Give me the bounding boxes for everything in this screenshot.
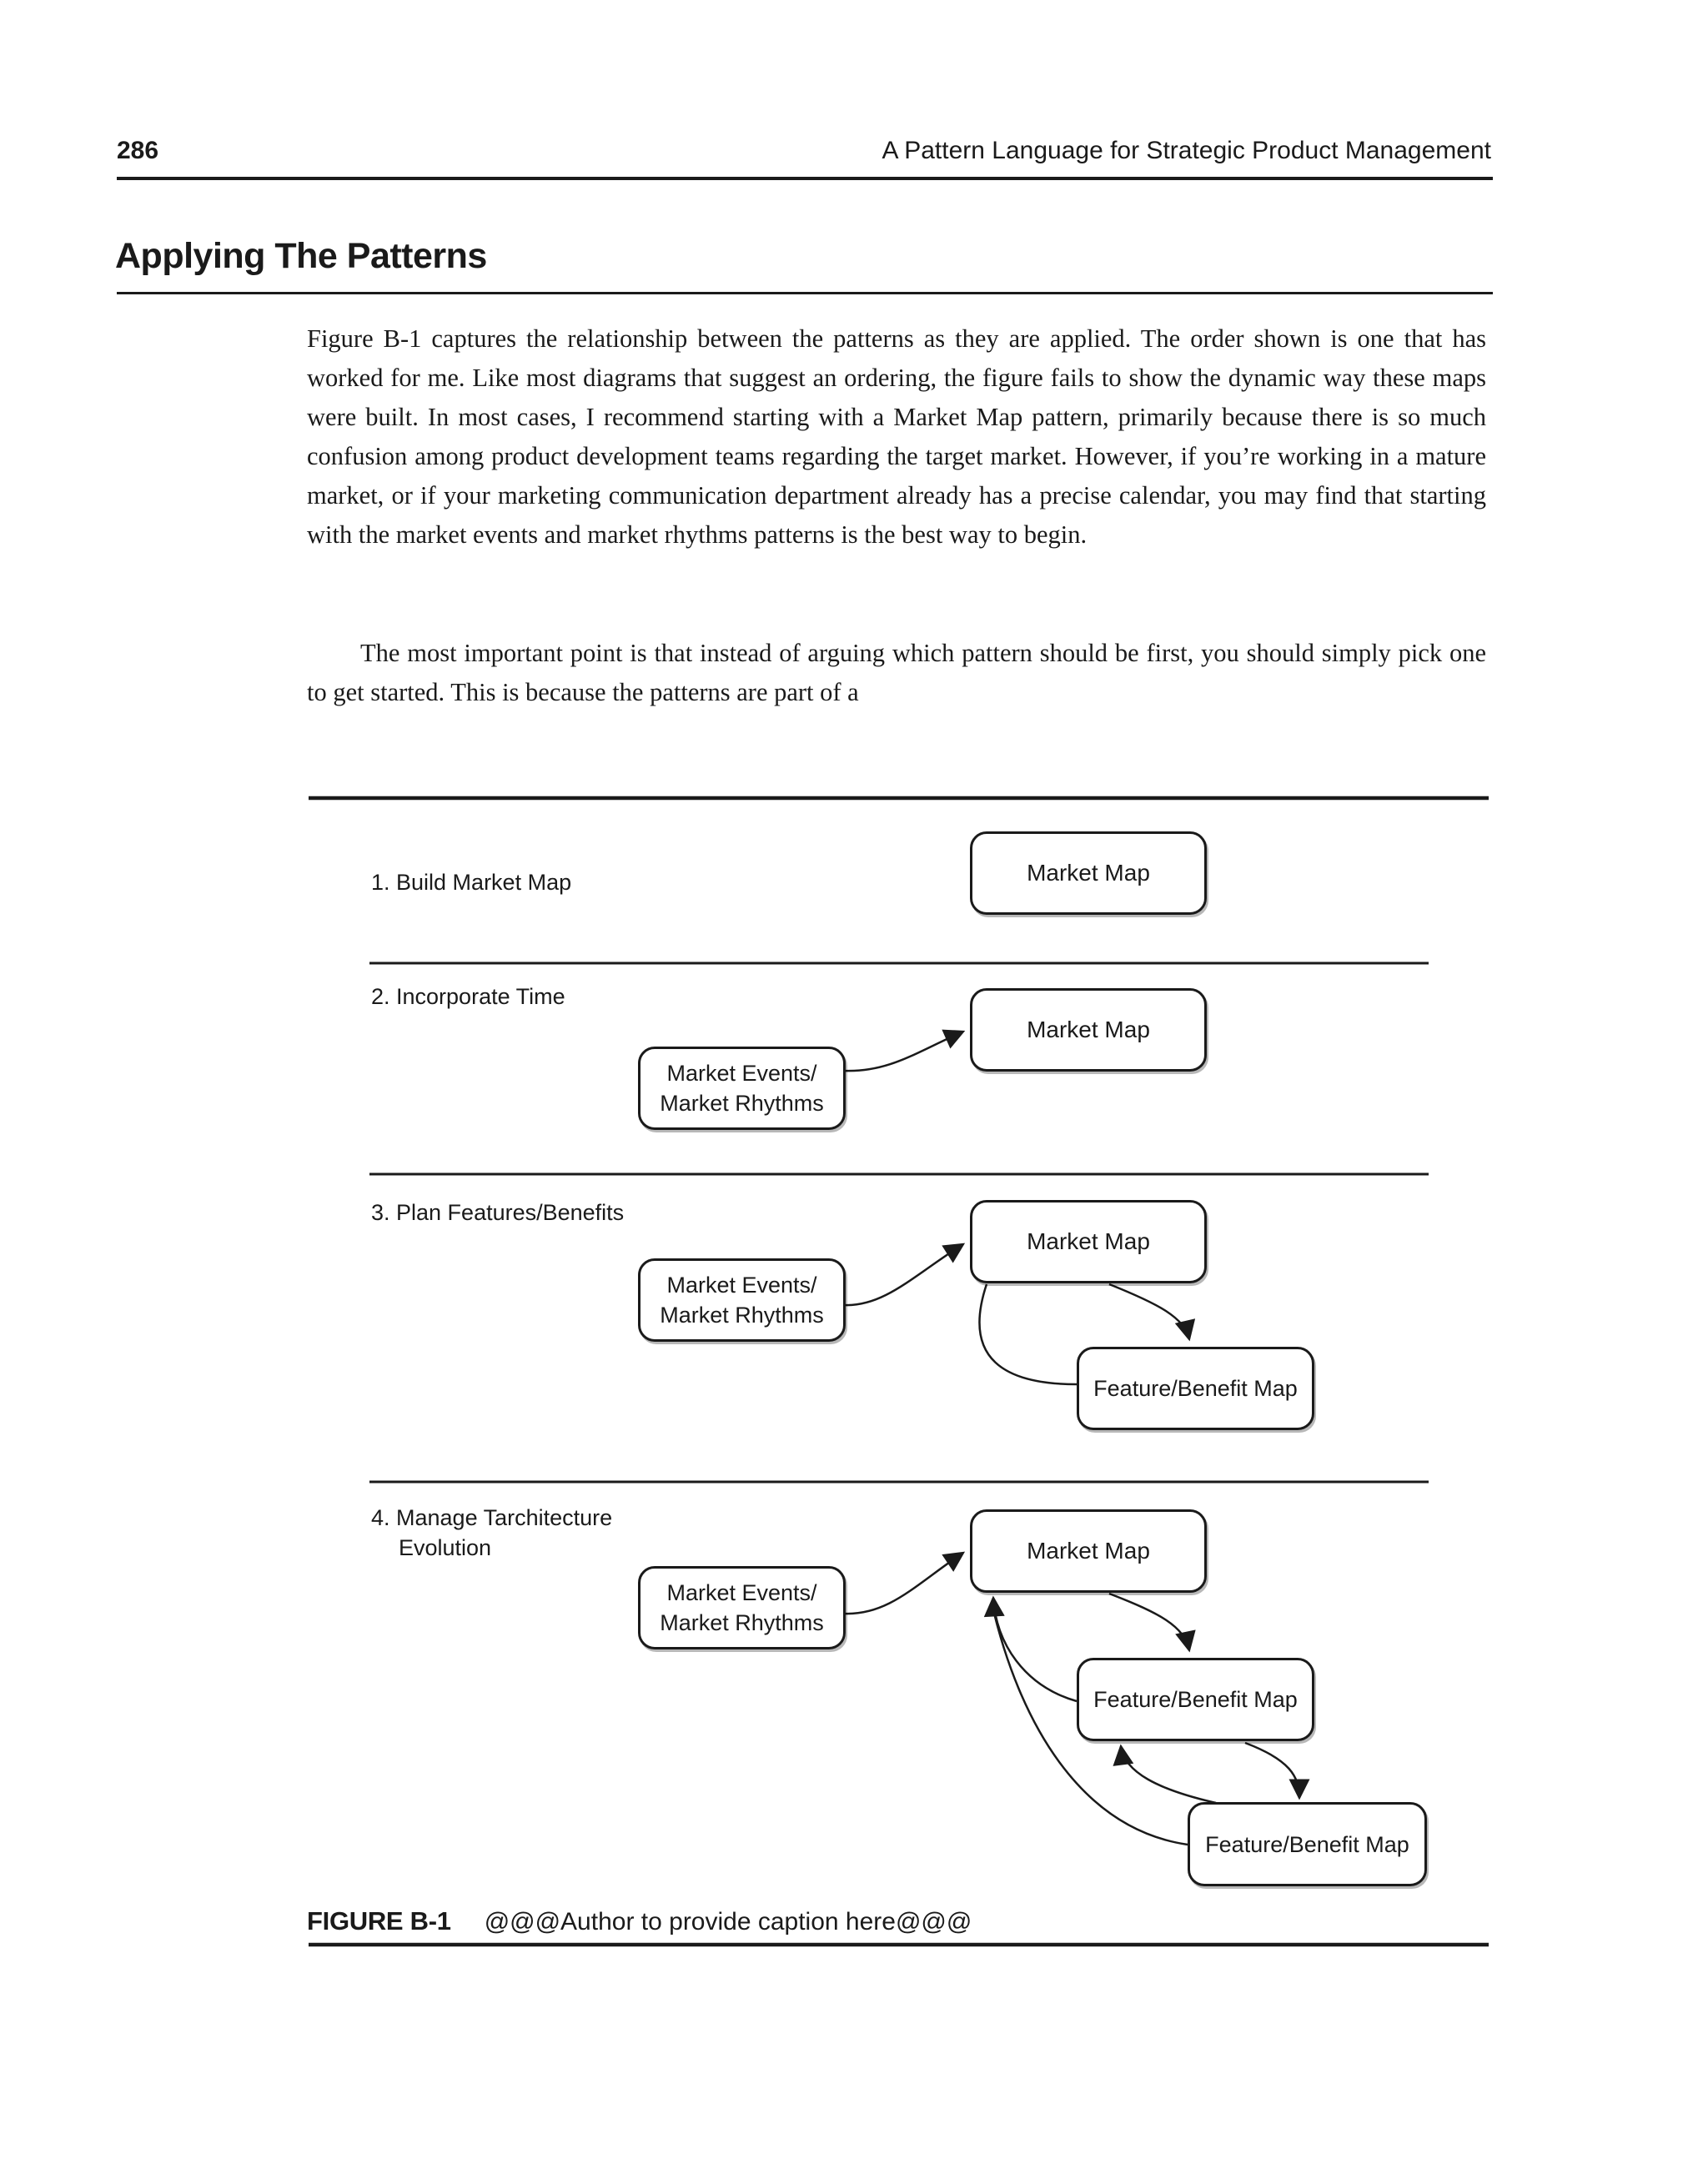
- feature-benefit-box-1-stage4: Feature/Benefit Map: [1077, 1658, 1314, 1741]
- stage-label-4-line1: 4. Manage Tarchitecture: [371, 1505, 613, 1530]
- market-events-box-stage3: Market Events/ Market Rhythms: [638, 1258, 846, 1342]
- figure-caption-text: @@@Author to provide caption here@@@: [484, 1908, 972, 1935]
- heading-rule: [117, 292, 1493, 294]
- market-map-box-label: Market Map: [1027, 1228, 1150, 1254]
- arrow-s4-events-to-marketmap: [843, 1551, 966, 1615]
- stage-label-4: 4. Manage Tarchitecture Evolution: [371, 1503, 612, 1563]
- feature-benefit-box-label: Feature/Benefit Map: [1205, 1831, 1409, 1857]
- link-s3-marketmap-featuremap: [978, 1283, 1078, 1386]
- market-events-box-label-line1: Market Events/: [666, 1580, 817, 1605]
- market-events-box-label-line2: Market Rhythms: [660, 1610, 824, 1635]
- market-map-box-stage2: Market Map: [970, 988, 1207, 1072]
- feature-benefit-box-label: Feature/Benefit Map: [1093, 1376, 1298, 1401]
- arrow-s3-marketmap-to-featuremap: [1108, 1283, 1196, 1342]
- arrow-s2-events-to-marketmap: [843, 1029, 966, 1072]
- page-number: 286: [117, 137, 159, 164]
- market-events-box-label-line1: Market Events/: [666, 1273, 817, 1298]
- stage-label-2: 2. Incorporate Time: [371, 984, 565, 1009]
- market-map-box-stage1: Market Map: [970, 831, 1207, 915]
- market-map-box-stage3: Market Map: [970, 1200, 1207, 1283]
- stage-label-3: 3. Plan Features/Benefits: [371, 1200, 625, 1225]
- arrow-s4-marketmap-to-featuremap1: [1108, 1592, 1196, 1653]
- market-events-box-stage2: Market Events/ Market Rhythms: [638, 1047, 846, 1130]
- figure-caption-label: FIGURE B-1: [307, 1906, 451, 1935]
- arrow-s3-events-to-marketmap: [843, 1243, 966, 1307]
- feature-benefit-box-2-stage4: Feature/Benefit Map: [1188, 1802, 1427, 1886]
- paragraph-2: The most important point is that instead…: [307, 639, 1486, 706]
- market-map-box-label: Market Map: [1027, 1017, 1150, 1042]
- arrow-s4-featuremap1-to-featuremap2: [1244, 1741, 1310, 1800]
- feature-benefit-box-stage3: Feature/Benefit Map: [1077, 1347, 1314, 1430]
- paragraph-1: Figure B-1 captures the relationship bet…: [307, 324, 1486, 549]
- market-map-box-label: Market Map: [1027, 1538, 1150, 1564]
- figure-b1: 1. Build Market Map 2. Incorporate Time …: [300, 792, 1493, 1960]
- section-heading: Applying The Patterns: [115, 236, 487, 276]
- figure-caption: FIGURE B-1 @@@Author to provide caption …: [307, 1906, 972, 1936]
- market-events-box-label-line2: Market Rhythms: [660, 1303, 824, 1328]
- market-events-box-stage4: Market Events/ Market Rhythms: [638, 1566, 846, 1649]
- stage-label-1: 1. Build Market Map: [371, 870, 572, 895]
- header-rule: [117, 177, 1493, 180]
- stage-label-4-line2: Evolution: [399, 1535, 492, 1560]
- arrow-s4-featuremap2-to-featuremap1: [1113, 1744, 1217, 1805]
- market-events-box-label-line1: Market Events/: [666, 1061, 817, 1086]
- arrow-s4-featuremap1-to-marketmap: [983, 1595, 1078, 1703]
- feature-benefit-box-label: Feature/Benefit Map: [1093, 1687, 1298, 1712]
- market-map-box-stage4: Market Map: [970, 1509, 1207, 1593]
- market-map-box-label: Market Map: [1027, 860, 1150, 886]
- market-events-box-label-line2: Market Rhythms: [660, 1091, 824, 1116]
- running-title: A Pattern Language for Strategic Product…: [882, 137, 1491, 164]
